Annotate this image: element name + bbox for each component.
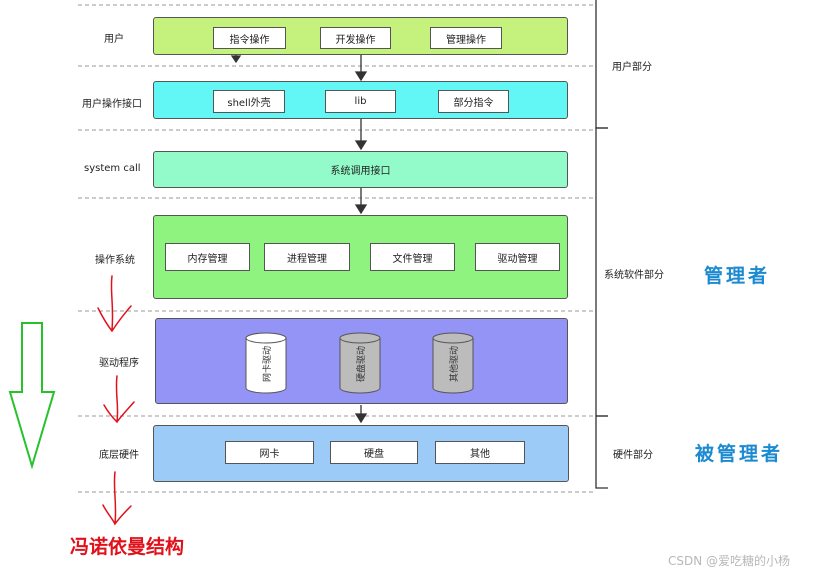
layer-label-os: 操作系统	[95, 255, 135, 266]
watermark: CSDN @爱吃糖的小杨	[668, 554, 791, 568]
group-label-system-part: 系统软件部分	[604, 270, 664, 281]
syscall-interface-text: 系统调用接口	[330, 166, 391, 177]
layer-user: 指令操作 开发操作 管理操作	[153, 17, 568, 55]
box-file-mgmt: 文件管理	[370, 243, 455, 271]
box-command-ops: 指令操作	[213, 27, 286, 49]
red-arrow-3	[102, 471, 132, 526]
box-disk: 硬盘	[330, 441, 418, 464]
bracket-hardware-part	[595, 415, 608, 489]
green-down-arrow	[8, 322, 56, 470]
von-neumann-annotation: 冯诺依曼结构	[70, 536, 185, 558]
red-arrow-2	[103, 375, 135, 424]
box-nic: 网卡	[225, 441, 314, 464]
box-memory-mgmt: 内存管理	[165, 243, 250, 271]
layer-syscall: 系统调用接口	[153, 151, 568, 188]
box-driver-mgmt: 驱动管理	[475, 243, 560, 271]
layer-user-interface: shell外壳 lib 部分指令	[153, 81, 568, 119]
layer-hardware: 网卡 硬盘 其他	[153, 425, 569, 482]
box-process-mgmt: 进程管理	[264, 243, 350, 271]
group-label-user-part: 用户部分	[612, 62, 652, 73]
layer-label-user-interface: 用户操作接口	[82, 99, 142, 110]
manager-annotation: 管理者	[704, 265, 771, 287]
layer-label-drivers: 驱动程序	[99, 358, 139, 369]
box-lib: lib	[325, 90, 396, 113]
layer-label-user: 用户	[104, 34, 124, 45]
box-shell: shell外壳	[213, 90, 285, 113]
layer-os: 内存管理 进程管理 文件管理 驱动管理	[153, 215, 568, 299]
box-dev-ops: 开发操作	[320, 27, 391, 49]
box-admin-ops: 管理操作	[430, 27, 502, 49]
layer-label-hardware: 底层硬件	[99, 450, 139, 461]
cylinder-label-other: 其他驱动	[450, 346, 460, 383]
bracket-user-part	[595, 0, 608, 129]
red-arrow-1	[97, 275, 132, 333]
cylinder-label-nic: 网卡驱动	[263, 346, 273, 383]
group-label-hardware-part: 硬件部分	[613, 450, 653, 461]
cylinder-label-disk: 硬盘驱动	[357, 346, 367, 383]
layer-label-syscall: system call	[84, 163, 141, 174]
managed-annotation: 被管理者	[695, 443, 784, 465]
box-partial-commands: 部分指令	[438, 90, 509, 113]
box-other: 其他	[435, 441, 525, 464]
